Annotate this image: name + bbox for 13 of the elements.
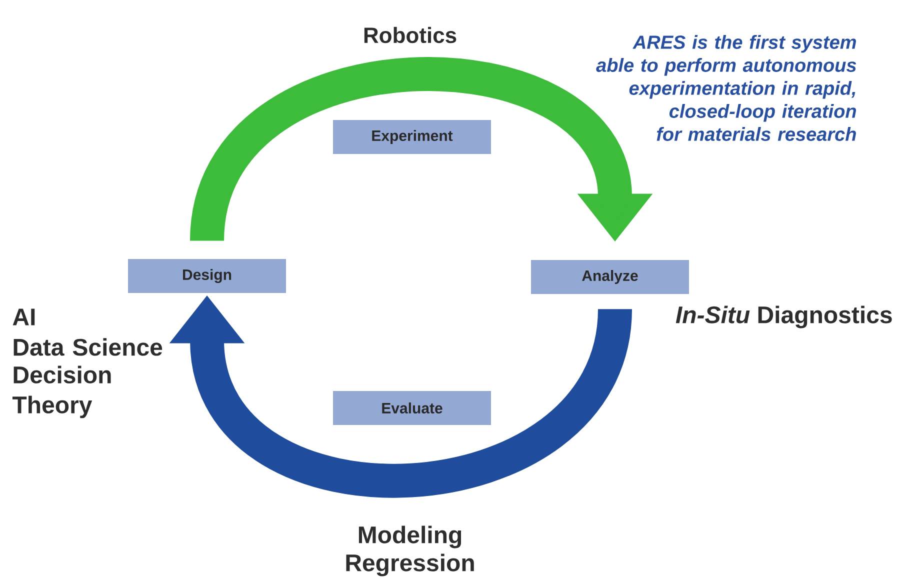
cycle-arrow — [190, 57, 653, 244]
step-box: Experiment — [333, 120, 491, 154]
method-label: In-Situ Diagnostics — [676, 306, 892, 328]
method-label: Modeling — [358, 526, 462, 548]
heading-text: Robotics — [364, 26, 456, 44]
step-box: Analyze — [531, 260, 689, 294]
note-text: ARES is the first system able to perform autonomous experimentation in rapid, closed-loop iteration for materials research — [596, 35, 856, 141]
method-label: Data Science — [14, 338, 162, 356]
method-label: AI — [12, 308, 35, 326]
step-box: Evaluate — [333, 390, 491, 425]
method-label: Decision Theory — [12, 366, 111, 418]
method-label: Regression — [346, 554, 474, 576]
step-box: Design — [128, 259, 286, 293]
